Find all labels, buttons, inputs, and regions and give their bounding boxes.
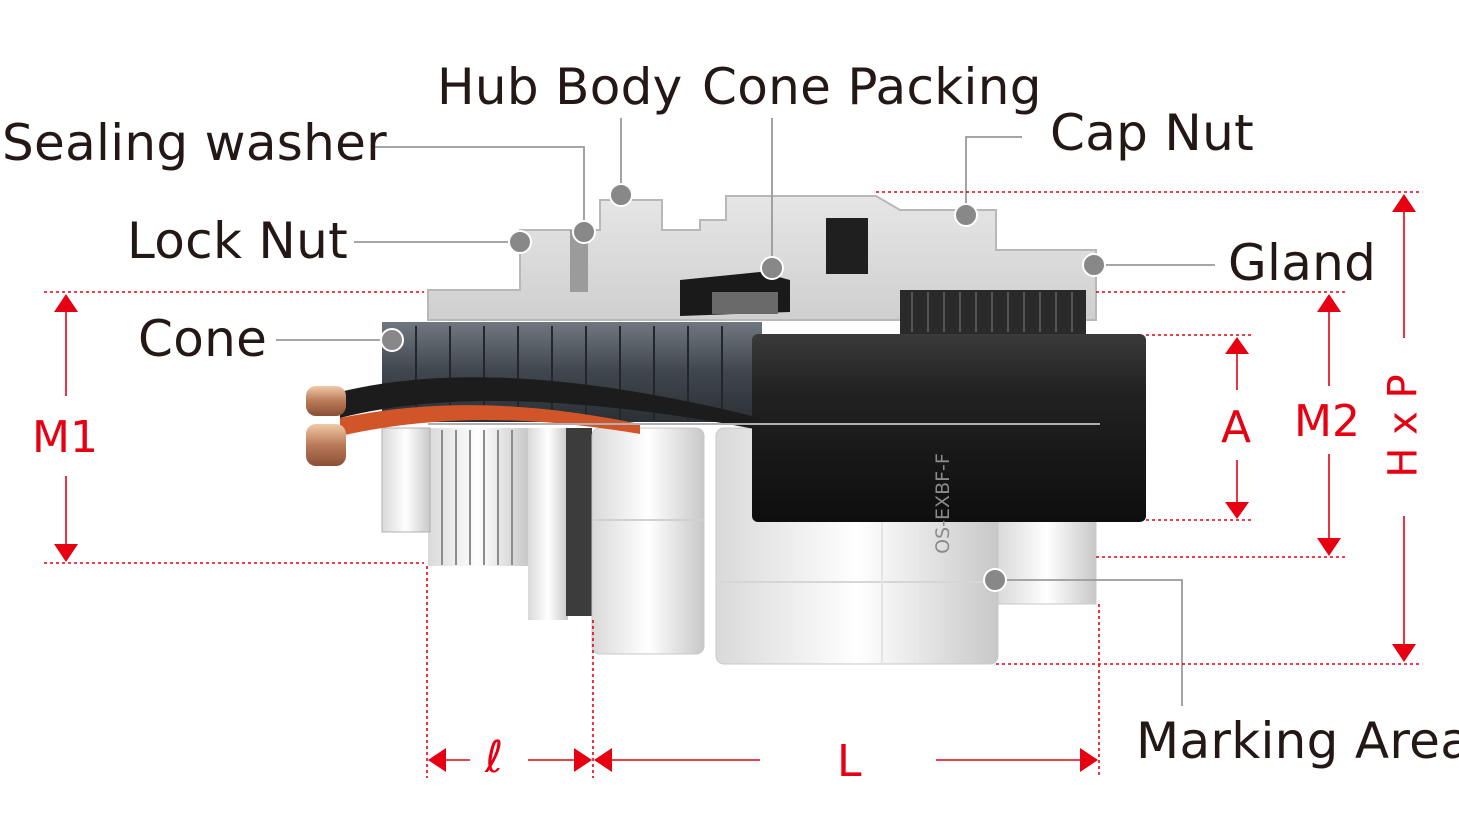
label-gland: Gland <box>1228 234 1377 292</box>
conductor-copper-2 <box>306 424 346 466</box>
label-cap-nut: Cap Nut <box>1050 104 1254 162</box>
label-lock-nut: Lock Nut <box>127 212 349 270</box>
washer-upper <box>570 230 588 292</box>
dimension-lines <box>44 191 1422 778</box>
hub-body-lower <box>591 427 705 655</box>
dimension-hxp: H x P <box>1380 374 1427 478</box>
lock-nut-lower <box>528 428 568 620</box>
label-cone: Cone <box>138 310 268 368</box>
label-hub-body: Hub Body <box>437 58 683 116</box>
cone-grooves <box>415 326 723 420</box>
dimension-m2: M2 <box>1294 396 1360 447</box>
cone-lower <box>381 427 431 533</box>
marking-text: OS-EXBF-F <box>931 453 954 554</box>
conductor-copper-1 <box>306 386 346 416</box>
leader-dots <box>380 183 1106 592</box>
dimension-l-small: ℓ <box>485 732 504 783</box>
cable-core-black <box>340 377 760 430</box>
dimension-a: A <box>1221 402 1252 453</box>
label-cone-packing: Cone Packing <box>702 58 1042 116</box>
label-marking-area: Marking Area <box>1136 712 1459 770</box>
label-sealing-washer: Sealing washer <box>2 114 388 172</box>
thread-ridges <box>441 430 513 565</box>
cap-nut-thread <box>826 218 868 274</box>
cable-core-orange <box>340 405 640 436</box>
dimension-arrows <box>54 194 1416 772</box>
dimension-m1: M1 <box>32 412 98 463</box>
cable-jacket <box>752 334 1146 522</box>
washer-lower <box>566 428 592 616</box>
dimension-l-big: L <box>837 736 862 787</box>
